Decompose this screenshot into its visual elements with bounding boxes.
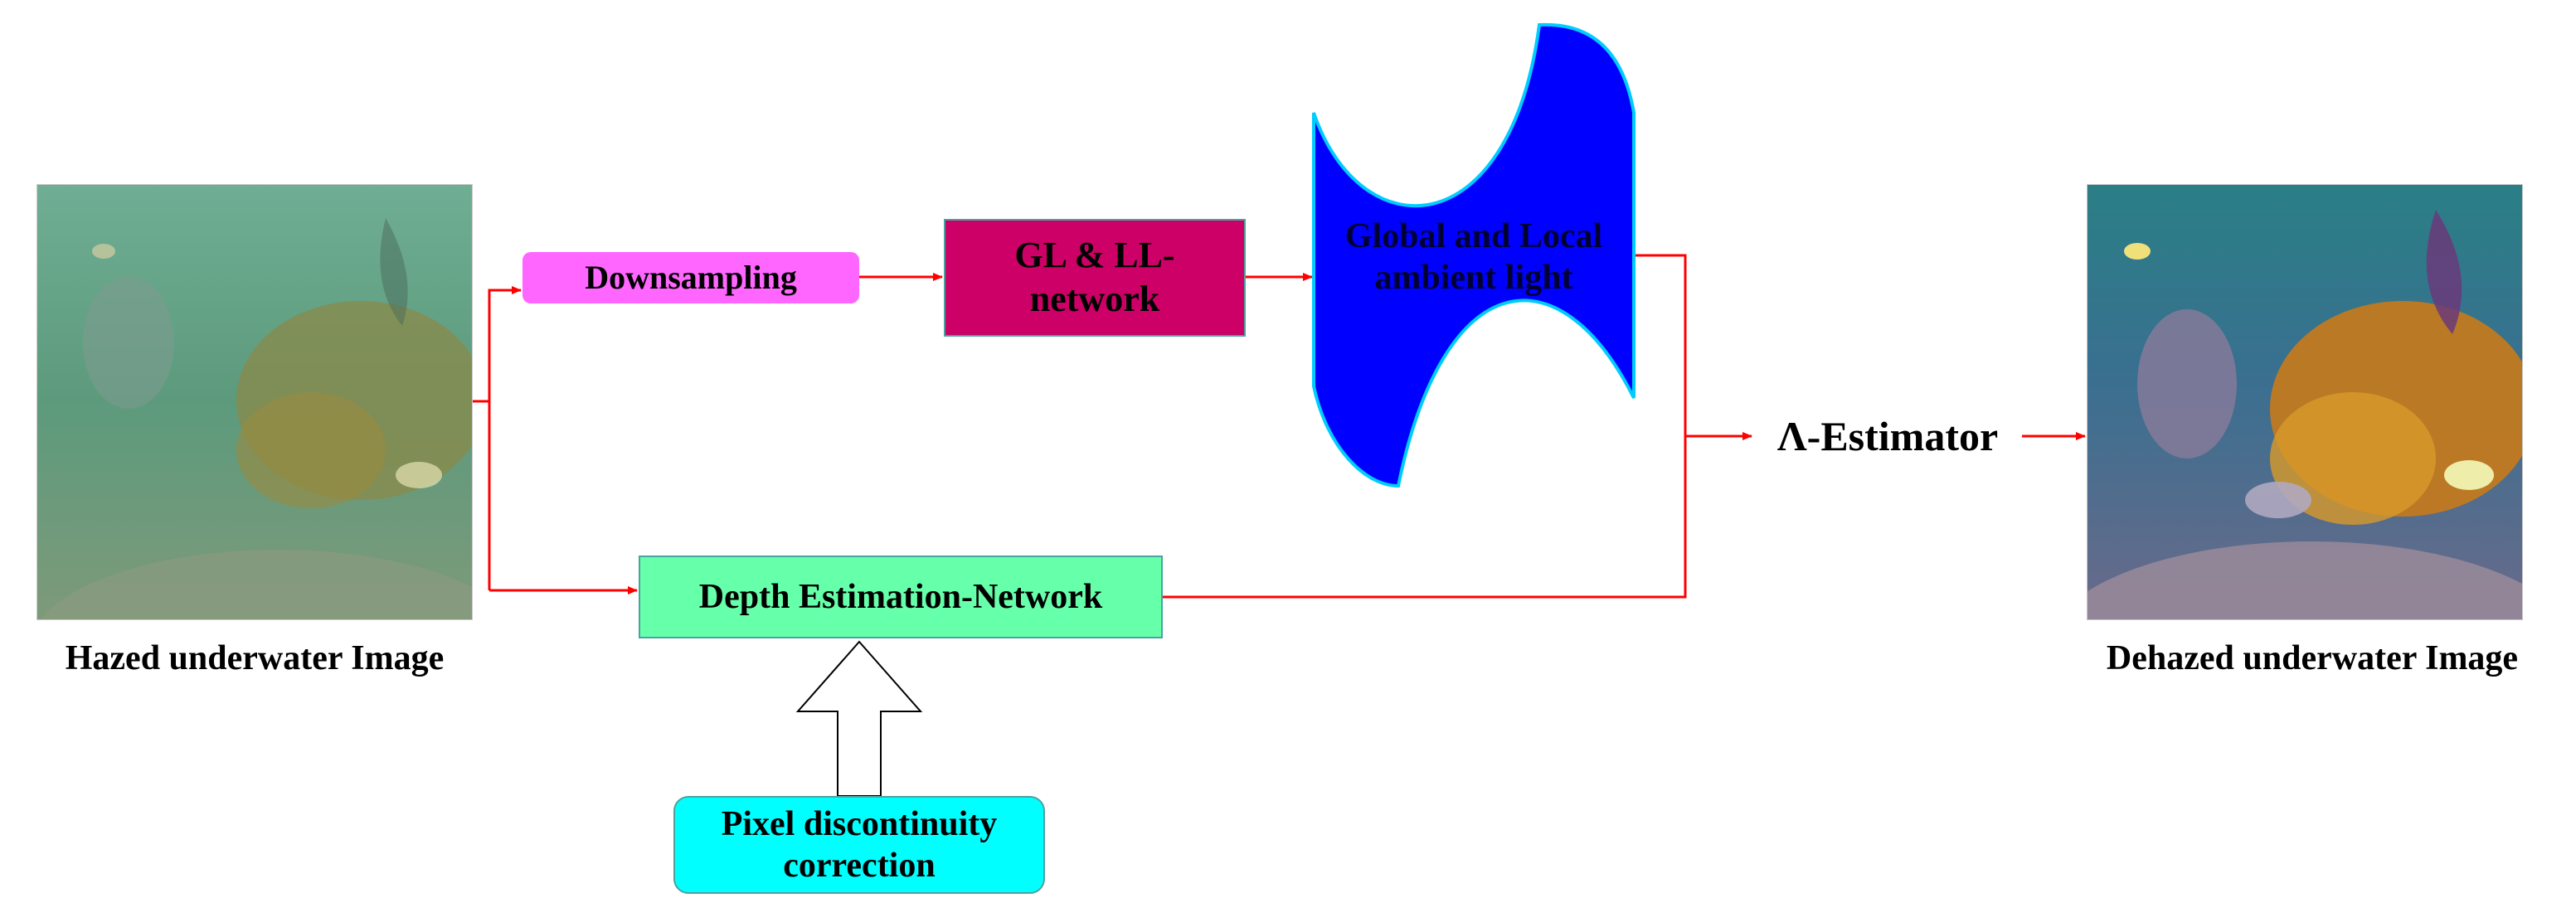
dehazed-underwater-image: [2087, 184, 2523, 620]
downsampling-label: Downsampling: [585, 259, 797, 296]
estimator-label: Λ-Estimator: [1776, 413, 1999, 459]
depth-to-estimator-connector: [1163, 436, 1687, 599]
ambient-light-label: Global and Local ambient light: [1344, 216, 1603, 297]
estimator-node: Λ-Estimator: [1753, 406, 2022, 466]
pixel-correction-label: Pixel discontinuity correction: [721, 804, 998, 885]
ambient-to-estimator-connector: [1634, 254, 1687, 436]
split-to-downsampling-arrow: [488, 286, 522, 590]
gl-ll-network-node: GL & LL- network: [944, 219, 1246, 337]
downsampling-node: Downsampling: [522, 252, 859, 303]
depth-estimation-node: Depth Estimation-Network: [639, 556, 1163, 638]
hazed-underwater-image: [36, 184, 473, 620]
correction-up-arrow: [795, 640, 923, 797]
input-caption: Hazed underwater Image: [65, 639, 445, 677]
ambient-light-node: Global and Local ambient light: [1314, 206, 1634, 308]
depth-estimation-label: Depth Estimation-Network: [698, 577, 1103, 616]
pixel-correction-node: Pixel discontinuity correction: [673, 796, 1045, 894]
gl-ll-network-label: GL & LL- network: [1014, 235, 1175, 319]
output-caption: Dehazed underwater Image: [2106, 639, 2519, 677]
ambient-light-wave-shape: [1312, 22, 1636, 488]
